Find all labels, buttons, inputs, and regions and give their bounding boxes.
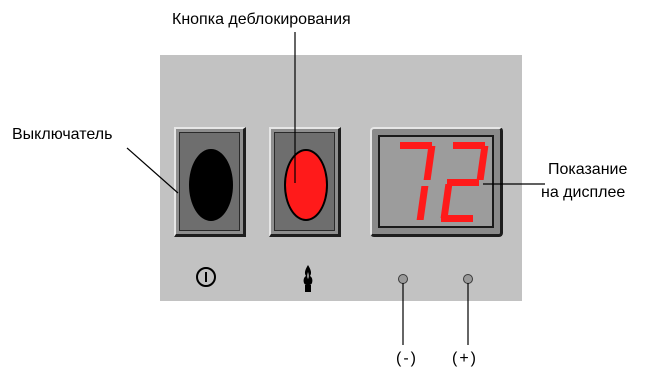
plus-label: (+) bbox=[452, 350, 478, 367]
power-circle-icon bbox=[196, 267, 216, 287]
flame-icon bbox=[303, 265, 313, 292]
segment bbox=[453, 142, 485, 149]
unlock-button-cap[interactable] bbox=[284, 149, 328, 221]
unlock-button[interactable] bbox=[269, 127, 341, 237]
minus-label: (-) bbox=[396, 350, 418, 367]
switch-label: Выключатель bbox=[12, 126, 113, 143]
power-switch[interactable] bbox=[174, 127, 246, 237]
unlock-button-bezel bbox=[274, 132, 335, 231]
unlock-button-label: Кнопка деблокирования bbox=[172, 11, 351, 28]
display-label-line2: на дисплее bbox=[541, 184, 626, 201]
switch-leader-line bbox=[126, 147, 179, 194]
display-label-line1: Показание bbox=[548, 161, 628, 178]
segment bbox=[447, 179, 479, 186]
display-digit-2 bbox=[440, 142, 489, 224]
segment bbox=[400, 142, 432, 149]
segment bbox=[441, 215, 473, 222]
display-digit-7 bbox=[388, 142, 436, 224]
power-switch-rocker[interactable] bbox=[189, 149, 233, 221]
power-switch-bezel bbox=[179, 132, 240, 231]
